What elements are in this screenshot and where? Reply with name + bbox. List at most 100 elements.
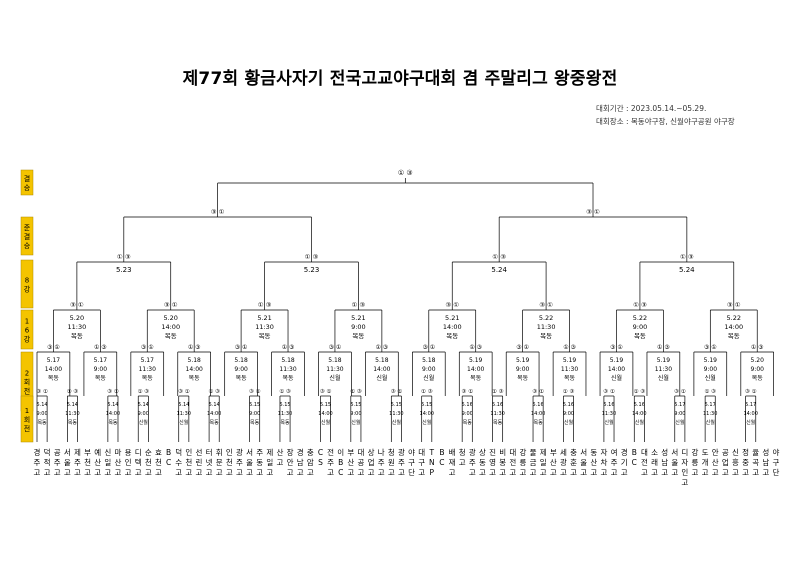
r1-match-info: 5.16: [634, 402, 645, 408]
qf-match-info: 5.23: [116, 266, 132, 274]
team-name: 장: [287, 447, 294, 457]
team-name: 주: [236, 458, 243, 467]
team-name: 고: [692, 468, 699, 477]
r1-match-info: 신월: [564, 419, 574, 426]
round-label: 전: [24, 424, 30, 433]
team-name: 고: [580, 468, 587, 477]
r2-match-info: 5.18: [422, 357, 436, 364]
team-name: 고: [651, 468, 658, 477]
r1-match-info: 11:30: [389, 411, 403, 417]
r1-match-info: 11:30: [65, 411, 79, 417]
team-name: 고: [185, 468, 192, 477]
r2-match-info: 목동: [142, 375, 154, 382]
team-name: 순: [145, 448, 152, 457]
team-name: 고: [550, 468, 557, 477]
team-name: 야: [408, 447, 415, 457]
team-name: 산: [590, 457, 597, 467]
round-label: 준: [24, 224, 31, 232]
team-name: 고: [256, 468, 263, 477]
r1-match-info: 신월: [179, 419, 189, 426]
team-name: 고: [135, 468, 142, 477]
team-name: 자: [600, 448, 607, 457]
r1-match-info: 9:00: [674, 411, 685, 417]
team-name: 천: [84, 457, 91, 467]
team-name: 훈: [570, 457, 577, 467]
r16-match-info: 5.22: [727, 314, 741, 322]
r1-match-info: 5.15: [320, 402, 331, 408]
team-name: 릉: [519, 458, 526, 467]
team-name: 산: [115, 457, 122, 467]
team-name: 제: [540, 448, 547, 457]
round-band: [20, 216, 34, 256]
r1-match-info: 신월: [422, 419, 432, 426]
team-name: 고: [155, 468, 162, 477]
team-name: 고: [297, 468, 304, 477]
r1-match-info: 9:00: [249, 411, 260, 417]
team-name: 고: [54, 468, 61, 477]
r1-match-score: ① ③: [563, 389, 575, 395]
team-name: 울: [580, 458, 587, 467]
team-name: 고: [722, 468, 729, 477]
team-name: 고: [44, 468, 51, 477]
team-name: C: [338, 468, 343, 477]
team-name: 터: [206, 448, 213, 457]
team-name: 주: [34, 458, 41, 467]
team-name: 고: [459, 458, 466, 467]
r1-match-info: 5.15: [391, 402, 402, 408]
r2-match-info: 신월: [423, 374, 434, 382]
team-name: 성: [661, 448, 668, 457]
round-band: [20, 259, 34, 309]
r16-match-info: 14:00: [724, 323, 743, 331]
r16-match-info: 9:00: [633, 323, 648, 331]
team-name: 성: [762, 448, 769, 457]
team-name: N: [429, 458, 435, 467]
team-name: 산: [712, 457, 719, 467]
r1-match-info: 목동: [493, 420, 503, 426]
r1-match-info: 5.17: [674, 402, 685, 408]
team-name: 천: [145, 457, 152, 467]
r2-match-info: 목동: [470, 375, 482, 382]
team-name: 서: [246, 448, 253, 457]
team-name: 전: [509, 457, 516, 467]
team-name: 효: [155, 448, 162, 457]
r1-match-info: 9:00: [462, 411, 473, 417]
team-name: B: [166, 448, 171, 457]
r2-match-info: 신월: [611, 374, 622, 382]
team-name: 청: [459, 448, 466, 457]
team-name: 전: [327, 447, 334, 457]
r1-match-info: 5.14: [107, 402, 118, 408]
team-name: 문: [216, 458, 223, 467]
team-name: 부: [84, 448, 91, 457]
r1-match-info: 5.16: [533, 402, 544, 408]
r1-match-info: 14:00: [632, 411, 646, 417]
team-name: 고: [226, 468, 233, 477]
r16-match-info: 5.20: [70, 314, 84, 322]
r1-match-score: ① ③: [704, 389, 716, 395]
team-name: 기: [621, 458, 628, 467]
team-name: 고: [519, 468, 526, 477]
r2-match-info: 5.18: [281, 357, 295, 364]
r1-match-score: ③ ①: [36, 389, 48, 395]
team-name: 고: [277, 458, 284, 467]
team-name: 주: [378, 458, 385, 467]
team-name: 고: [236, 468, 243, 477]
r2-match-info: 5.19: [469, 357, 483, 364]
r1-match-info: 9:00: [36, 411, 47, 417]
r16-match-info: 목동: [352, 332, 364, 340]
team-name: 금: [530, 458, 537, 467]
r1-match-score: ③ ①: [391, 389, 403, 395]
team-name: 일: [104, 458, 111, 467]
r1-match-info: 신월: [321, 419, 331, 426]
team-name: 고: [641, 468, 648, 477]
final-score: ① ③: [398, 169, 413, 177]
r1-match-info: 14:00: [420, 411, 434, 417]
r16-match-info: 11:30: [537, 323, 556, 331]
team-name: 제: [266, 448, 273, 457]
team-name: 신: [732, 448, 739, 457]
team-name: C: [632, 458, 637, 467]
round-label: 승: [24, 184, 31, 192]
team-name: 봉: [499, 458, 506, 467]
team-name: 고: [115, 468, 122, 477]
r1-match-score: ③ ①: [603, 389, 615, 395]
r16-match-info: 목동: [634, 332, 646, 340]
